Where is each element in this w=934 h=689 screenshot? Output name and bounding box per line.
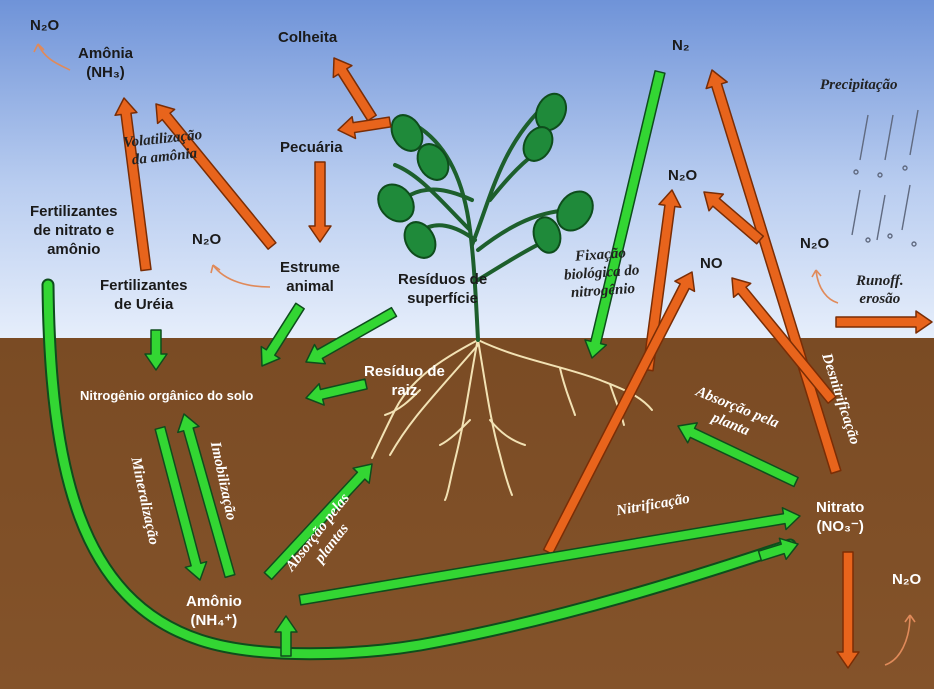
- residuos-superficie-label: Resíduos de superfície: [398, 270, 487, 308]
- amonia-atmosphere-label: Amônia (NH₃): [78, 44, 133, 82]
- nitrato-label: Nitrato (NO₃⁻): [816, 498, 864, 536]
- nitrogenio-organico-solo-label: Nitrogênio orgânico do solo: [80, 386, 253, 405]
- residuo-raiz-label: Resíduo de raiz: [364, 362, 445, 400]
- n2o-label-mid-left: N₂O: [192, 230, 221, 249]
- n2o-label-bottom-right: N₂O: [892, 570, 921, 589]
- runoff-erosao-label: Runoff. erosão: [856, 272, 904, 308]
- no-label: NO: [700, 254, 723, 273]
- colheita-label: Colheita: [278, 28, 337, 47]
- pecuaria-label: Pecuária: [280, 138, 343, 157]
- fertilizantes-ureia-label: Fertilizantes de Uréia: [100, 276, 188, 314]
- n2o-label-mid-right: N₂O: [668, 166, 697, 185]
- n2o-label-runoff: N₂O: [800, 234, 829, 253]
- estrume-animal-label: Estrume animal: [280, 258, 340, 296]
- n2o-label-top-left: N₂O: [30, 16, 59, 35]
- fixacao-process-label: Fixação biológica do nitrogênio: [562, 243, 641, 302]
- fertilizantes-nitrato-label: Fertilizantes de nitrato e amônio: [30, 202, 118, 259]
- n2-label: N₂: [672, 36, 690, 55]
- precipitacao-label: Precipitação: [820, 76, 897, 94]
- amonio-soil-label: Amônio (NH₄⁺): [186, 592, 242, 630]
